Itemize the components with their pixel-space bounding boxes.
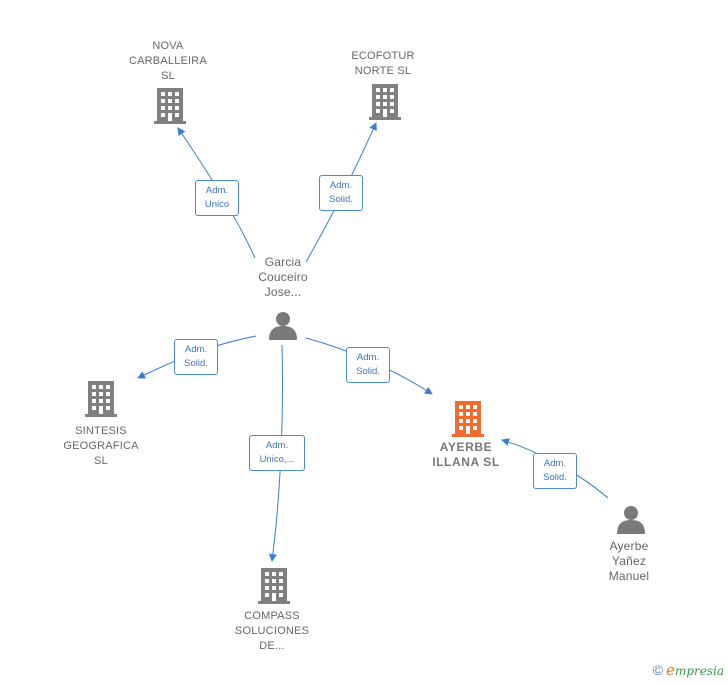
node-icons	[85, 84, 645, 604]
person-icon[interactable]	[269, 312, 297, 340]
relation-badge[interactable]: Adm. Solid.	[319, 175, 363, 211]
brand-logo-e: e	[666, 661, 675, 679]
brand-watermark: ©empresia	[653, 661, 724, 679]
building-icon[interactable]	[85, 381, 117, 417]
company-label-compass-soluciones[interactable]: COMPASS SOLUCIONES DE...	[234, 610, 310, 652]
person-label-ayerbe-yanez[interactable]: Ayerbe Yañez Manuel	[608, 539, 650, 583]
relation-badge[interactable]: Adm. Solid.	[533, 453, 577, 489]
copyright-icon: ©	[652, 662, 664, 678]
person-icon[interactable]	[617, 506, 645, 534]
company-label-nova-carballeira[interactable]: NOVA CARBALLEIRA SL	[128, 40, 207, 82]
company-label-ayerbe-illana[interactable]: AYERBE ILLANA SL	[432, 440, 500, 469]
building-icon[interactable]	[154, 88, 186, 124]
company-label-sintesis-geografica[interactable]: SINTESIS GEOGRAFICA SL	[63, 425, 139, 467]
relation-badge[interactable]: Adm. Solid.	[174, 339, 218, 375]
building-icon[interactable]	[258, 568, 290, 604]
company-label-ecofotur-norte[interactable]: ECOFOTUR NORTE SL	[351, 50, 415, 77]
building-icon[interactable]	[452, 401, 484, 437]
relation-badge[interactable]: Adm. Unico	[195, 180, 239, 216]
building-icon[interactable]	[369, 84, 401, 120]
relation-badge[interactable]: Adm. Solid.	[346, 347, 390, 383]
person-label-garcia-couceiro[interactable]: Garcia Couceiro Jose...	[258, 255, 308, 299]
brand-logo-text: mpresia	[674, 664, 724, 678]
relation-badge[interactable]: Adm. Unico,...	[249, 435, 305, 471]
